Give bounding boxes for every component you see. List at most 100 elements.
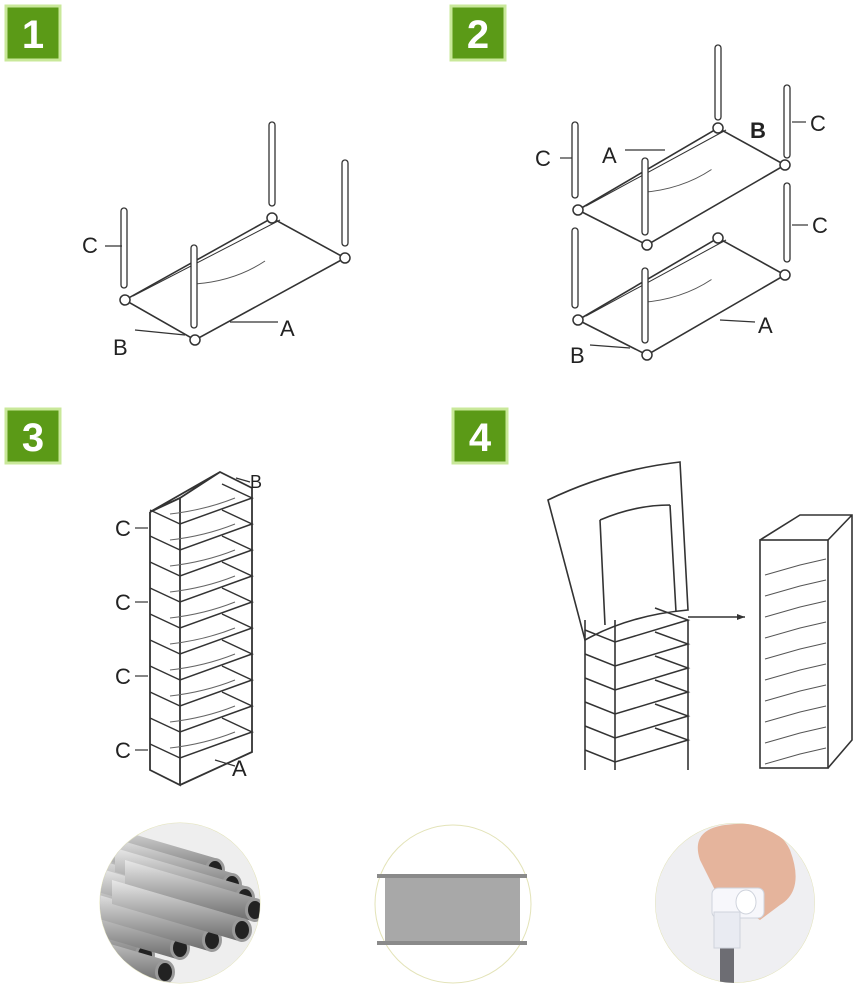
- fabric-fold: [169, 601, 236, 619]
- label-c: C: [535, 146, 551, 171]
- connector-socket: [735, 889, 757, 915]
- cabinet-shelf: [764, 705, 827, 723]
- pole: [783, 84, 791, 159]
- label-c: C: [812, 213, 828, 238]
- steel-tube: [100, 890, 212, 952]
- pole: [190, 244, 198, 329]
- finished-cabinet: [759, 539, 829, 769]
- connector: [641, 349, 653, 361]
- label-b: B: [113, 335, 128, 360]
- shelf: [576, 237, 787, 356]
- step-number: 1: [22, 13, 44, 57]
- rack-shelf: [149, 639, 254, 681]
- cabinet-shelf: [764, 558, 827, 576]
- leader-line: [719, 319, 756, 323]
- connector: [713, 911, 741, 949]
- connector: [779, 269, 791, 281]
- panel-rod: [377, 941, 527, 945]
- rack-shelf: [149, 483, 254, 525]
- rack-shelf: [149, 509, 254, 551]
- rack-shelf: [584, 631, 691, 667]
- label-c: C: [115, 516, 131, 541]
- pole: [571, 121, 579, 199]
- fabric-fold: [169, 627, 236, 645]
- connector: [189, 334, 201, 346]
- label-a: A: [602, 143, 617, 168]
- rack-shelf: [584, 703, 691, 739]
- leader-line: [589, 344, 631, 349]
- pole: [783, 182, 791, 263]
- rack-shelf: [584, 679, 691, 715]
- connector: [266, 212, 278, 224]
- steel-tubes-photo: [99, 822, 261, 984]
- plastic-connector-photo: [655, 823, 815, 983]
- rack-shelf: [149, 691, 254, 733]
- panel-rod: [377, 874, 527, 878]
- cabinet-side: [759, 514, 853, 769]
- connector: [339, 252, 351, 264]
- fabric-fold: [641, 279, 712, 303]
- fabric-fold: [169, 731, 236, 749]
- rack-shelf: [149, 717, 254, 759]
- fabric-fold: [169, 653, 236, 671]
- rack-frame: [149, 470, 253, 787]
- steel-tube: [100, 898, 180, 960]
- label-c: C: [810, 111, 826, 136]
- pole: [714, 44, 722, 121]
- rack-shelf: [149, 587, 254, 629]
- rack-shelf: [584, 607, 691, 643]
- connector: [572, 314, 584, 326]
- fabric-fold: [169, 705, 236, 723]
- fabric-fold: [641, 169, 712, 193]
- shelf-bar: [585, 239, 727, 317]
- label-b: B: [250, 472, 262, 492]
- label-a: A: [232, 756, 247, 781]
- rack-shelf: [584, 727, 691, 763]
- fabric-fold: [169, 679, 236, 697]
- cabinet-shelf: [764, 747, 827, 765]
- label-b: B: [570, 343, 585, 368]
- leader-line: [134, 329, 186, 336]
- fabric-fold: [194, 260, 266, 285]
- shelf-bar: [585, 129, 727, 207]
- steel-tube: [125, 860, 255, 922]
- pole: [641, 267, 649, 344]
- tube-opening: [235, 921, 249, 939]
- fabric-fold: [169, 549, 236, 567]
- fabric-fold: [169, 497, 236, 515]
- label-c: C: [115, 664, 131, 689]
- step-4-drawing: [547, 461, 853, 770]
- fabric-fold: [169, 575, 236, 593]
- connector: [572, 204, 584, 216]
- tube-opening: [205, 931, 219, 949]
- shelf-panel-photo: [374, 824, 532, 984]
- cabinet-shelf: [764, 600, 827, 618]
- label-c: C: [115, 590, 131, 615]
- leader-line: [235, 477, 251, 483]
- arrow-head-icon: [737, 614, 745, 620]
- label-c: C: [115, 738, 131, 763]
- fabric-fold: [169, 523, 236, 541]
- steel-tube: [112, 880, 242, 942]
- connector: [712, 232, 724, 244]
- rack-shelf: [149, 535, 254, 577]
- label-a: A: [758, 313, 773, 338]
- connector: [641, 239, 653, 251]
- cabinet-shelf: [764, 663, 827, 681]
- step-3-badge: 3: [4, 407, 62, 465]
- step-3-drawing: [135, 470, 254, 787]
- cabinet-shelf: [764, 726, 827, 744]
- rack-shelf: [149, 613, 254, 655]
- hand: [697, 823, 796, 920]
- step-number: 4: [469, 416, 492, 460]
- connector: [712, 122, 724, 134]
- step-2-drawing: [560, 44, 808, 361]
- leader-line: [214, 759, 236, 767]
- pole: [341, 159, 349, 247]
- label-b: B: [750, 118, 766, 143]
- pole: [268, 121, 276, 207]
- step-1-drawing: [105, 121, 351, 346]
- pole: [571, 227, 579, 309]
- label-a: A: [280, 316, 295, 341]
